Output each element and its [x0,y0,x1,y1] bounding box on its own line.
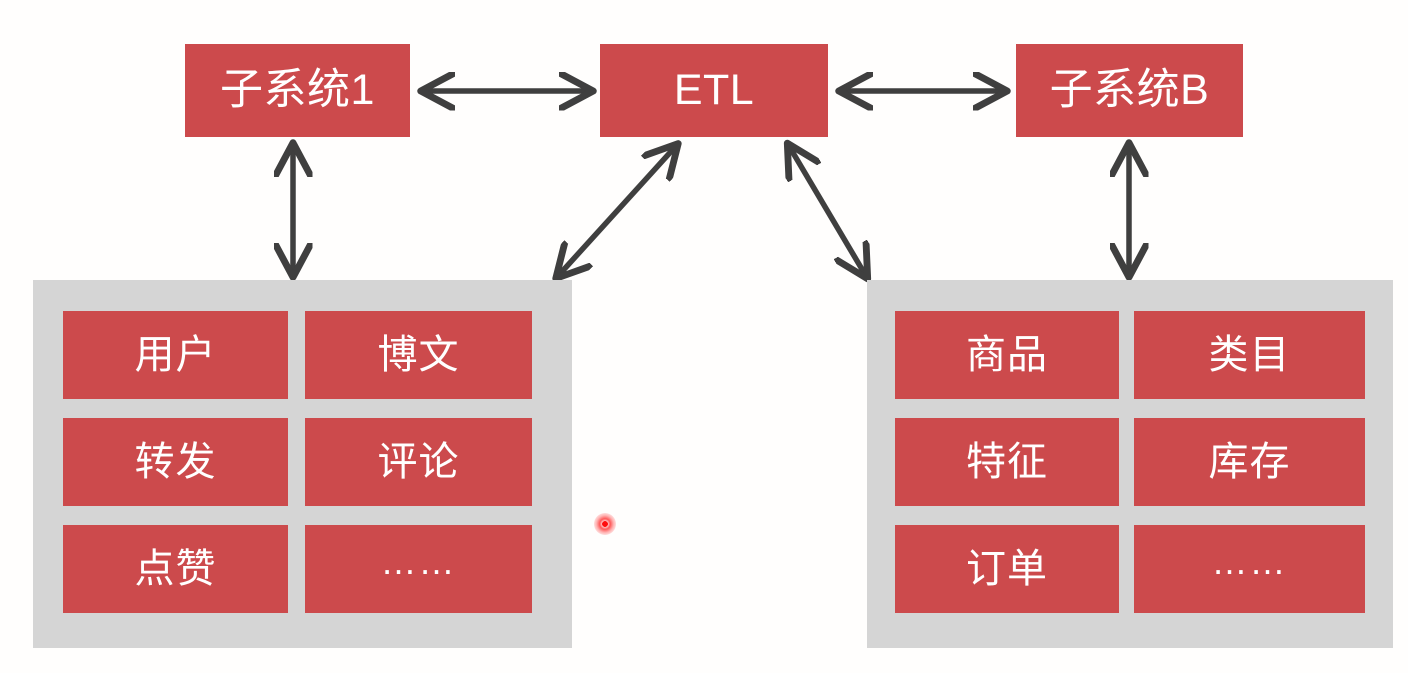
entity-more-right[interactable]: …… [1134,525,1365,613]
entity-comment[interactable]: 评论 [305,418,532,506]
connector-etl-right-group [789,146,866,276]
entity-category-label: 类目 [1208,333,1291,377]
entity-repost[interactable]: 转发 [63,418,288,506]
group-left: 用户 博文 转发 评论 点赞 …… [33,280,572,648]
entity-like-label: 点赞 [134,547,217,591]
entity-post-label: 博文 [377,333,460,377]
entity-post[interactable]: 博文 [305,311,532,399]
entity-user-label: 用户 [134,333,217,377]
entity-feature-label: 特征 [966,440,1048,484]
cursor-click-indicator [594,513,616,535]
entity-order-label: 订单 [966,547,1048,591]
group-right: 商品 类目 特征 库存 订单 …… [867,280,1393,648]
node-subsystemB[interactable]: 子系统B [1016,44,1243,137]
entity-stock[interactable]: 库存 [1134,418,1365,506]
node-etl[interactable]: ETL [600,44,828,137]
entity-like[interactable]: 点赞 [63,525,288,613]
entity-user[interactable]: 用户 [63,311,288,399]
entity-feature[interactable]: 特征 [895,418,1119,506]
entity-product[interactable]: 商品 [895,311,1119,399]
entity-comment-label: 评论 [377,440,460,484]
entity-stock-label: 库存 [1208,440,1291,484]
entity-product-label: 商品 [966,333,1048,377]
entity-more-left[interactable]: …… [305,525,532,613]
entity-more-right-label: …… [1211,541,1288,582]
entity-category[interactable]: 类目 [1134,311,1365,399]
entity-order[interactable]: 订单 [895,525,1119,613]
entity-more-left-label: …… [380,541,457,582]
node-subsystem1[interactable]: 子系统1 [185,44,410,137]
node-subsystem1-label: 子系统1 [220,66,375,114]
node-subsystemB-label: 子系统B [1049,66,1210,114]
entity-repost-label: 转发 [134,440,217,484]
connector-etl-left-group [558,146,676,276]
node-etl-label: ETL [673,66,755,114]
